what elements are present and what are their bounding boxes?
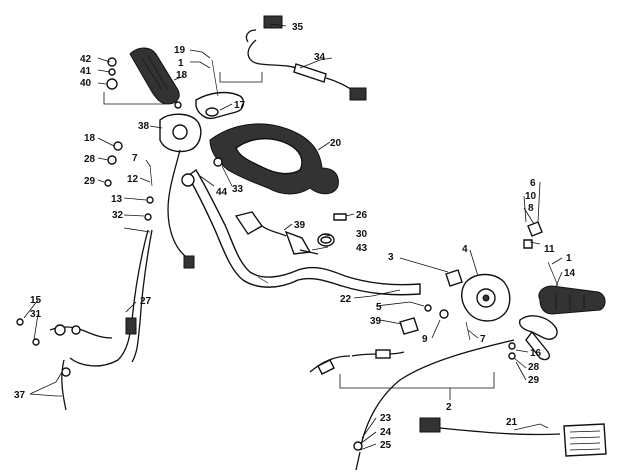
left-cable-assembly	[49, 149, 195, 411]
callout-30: 30	[356, 229, 368, 240]
throttle-housing	[461, 273, 511, 322]
thumb-warmer-connector	[245, 15, 367, 101]
callout-12: 12	[127, 174, 139, 185]
callout-20: 20	[330, 138, 342, 149]
callout-9: 9	[422, 334, 428, 345]
callout-2: 2	[446, 402, 452, 413]
callout-44: 44	[216, 187, 228, 198]
callout-19: 19	[174, 45, 186, 56]
small-hardware	[16, 57, 559, 360]
callout-38: 38	[138, 121, 150, 132]
throttle-cable	[309, 339, 515, 471]
callout-28-left: 28	[84, 154, 96, 165]
callout-43: 43	[356, 243, 368, 254]
callout-8: 8	[528, 203, 534, 214]
callout-23: 23	[380, 413, 392, 424]
callout-29-left: 29	[84, 176, 96, 187]
callout-32: 32	[112, 210, 124, 221]
callout-7-right: 7	[480, 334, 486, 345]
callout-16: 16	[530, 348, 542, 359]
callout-22: 22	[340, 294, 352, 305]
callout-17: 17	[234, 100, 246, 111]
callout-10: 10	[525, 191, 537, 202]
callout-21: 21	[506, 417, 518, 428]
leader-lines	[23, 23, 563, 451]
right-grip	[538, 285, 606, 315]
callout-3: 3	[388, 252, 394, 263]
callout-18-top: 18	[176, 70, 188, 81]
callout-29-right: 29	[528, 375, 540, 386]
callout-41: 41	[80, 66, 92, 77]
callout-11: 11	[544, 244, 555, 255]
callout-39-bottom: 39	[370, 316, 382, 327]
brake-switch	[234, 211, 319, 255]
callout-14: 14	[564, 268, 576, 279]
left-grip	[129, 47, 180, 105]
callout-1-left: 1	[178, 58, 184, 69]
callout-35: 34	[314, 52, 326, 63]
callouts: 35 34 42 41 40 19 1 18 17 38 18 28 29 7 …	[14, 22, 576, 451]
handlebar-pad	[209, 123, 339, 195]
callout-5: 6	[530, 178, 536, 189]
callout-25: 25	[380, 440, 392, 451]
callout-26: 26	[356, 210, 368, 221]
callout-27: 27	[140, 296, 152, 307]
heater-cable-right	[419, 417, 607, 457]
handlebar	[187, 168, 421, 296]
callout-37: 37	[14, 390, 26, 401]
callout-6: 5	[376, 302, 382, 313]
callout-13: 13	[111, 194, 123, 205]
callout-42: 42	[80, 54, 92, 65]
callout-7-left: 7	[132, 153, 138, 164]
callout-31: 31	[30, 309, 42, 320]
callout-4: 4	[462, 244, 468, 255]
callout-36: 35	[292, 22, 304, 33]
left-control-housing	[159, 91, 245, 153]
callout-15: 15	[30, 295, 42, 306]
callout-1-right: 1	[566, 253, 572, 264]
throttle-lever	[518, 315, 558, 361]
callout-18-left: 18	[84, 133, 96, 144]
callout-28-right: 28	[528, 362, 540, 373]
callout-40: 40	[80, 78, 92, 89]
callout-33: 33	[232, 184, 244, 195]
callout-39-top: 39	[294, 220, 306, 231]
callout-24: 24	[380, 427, 392, 438]
